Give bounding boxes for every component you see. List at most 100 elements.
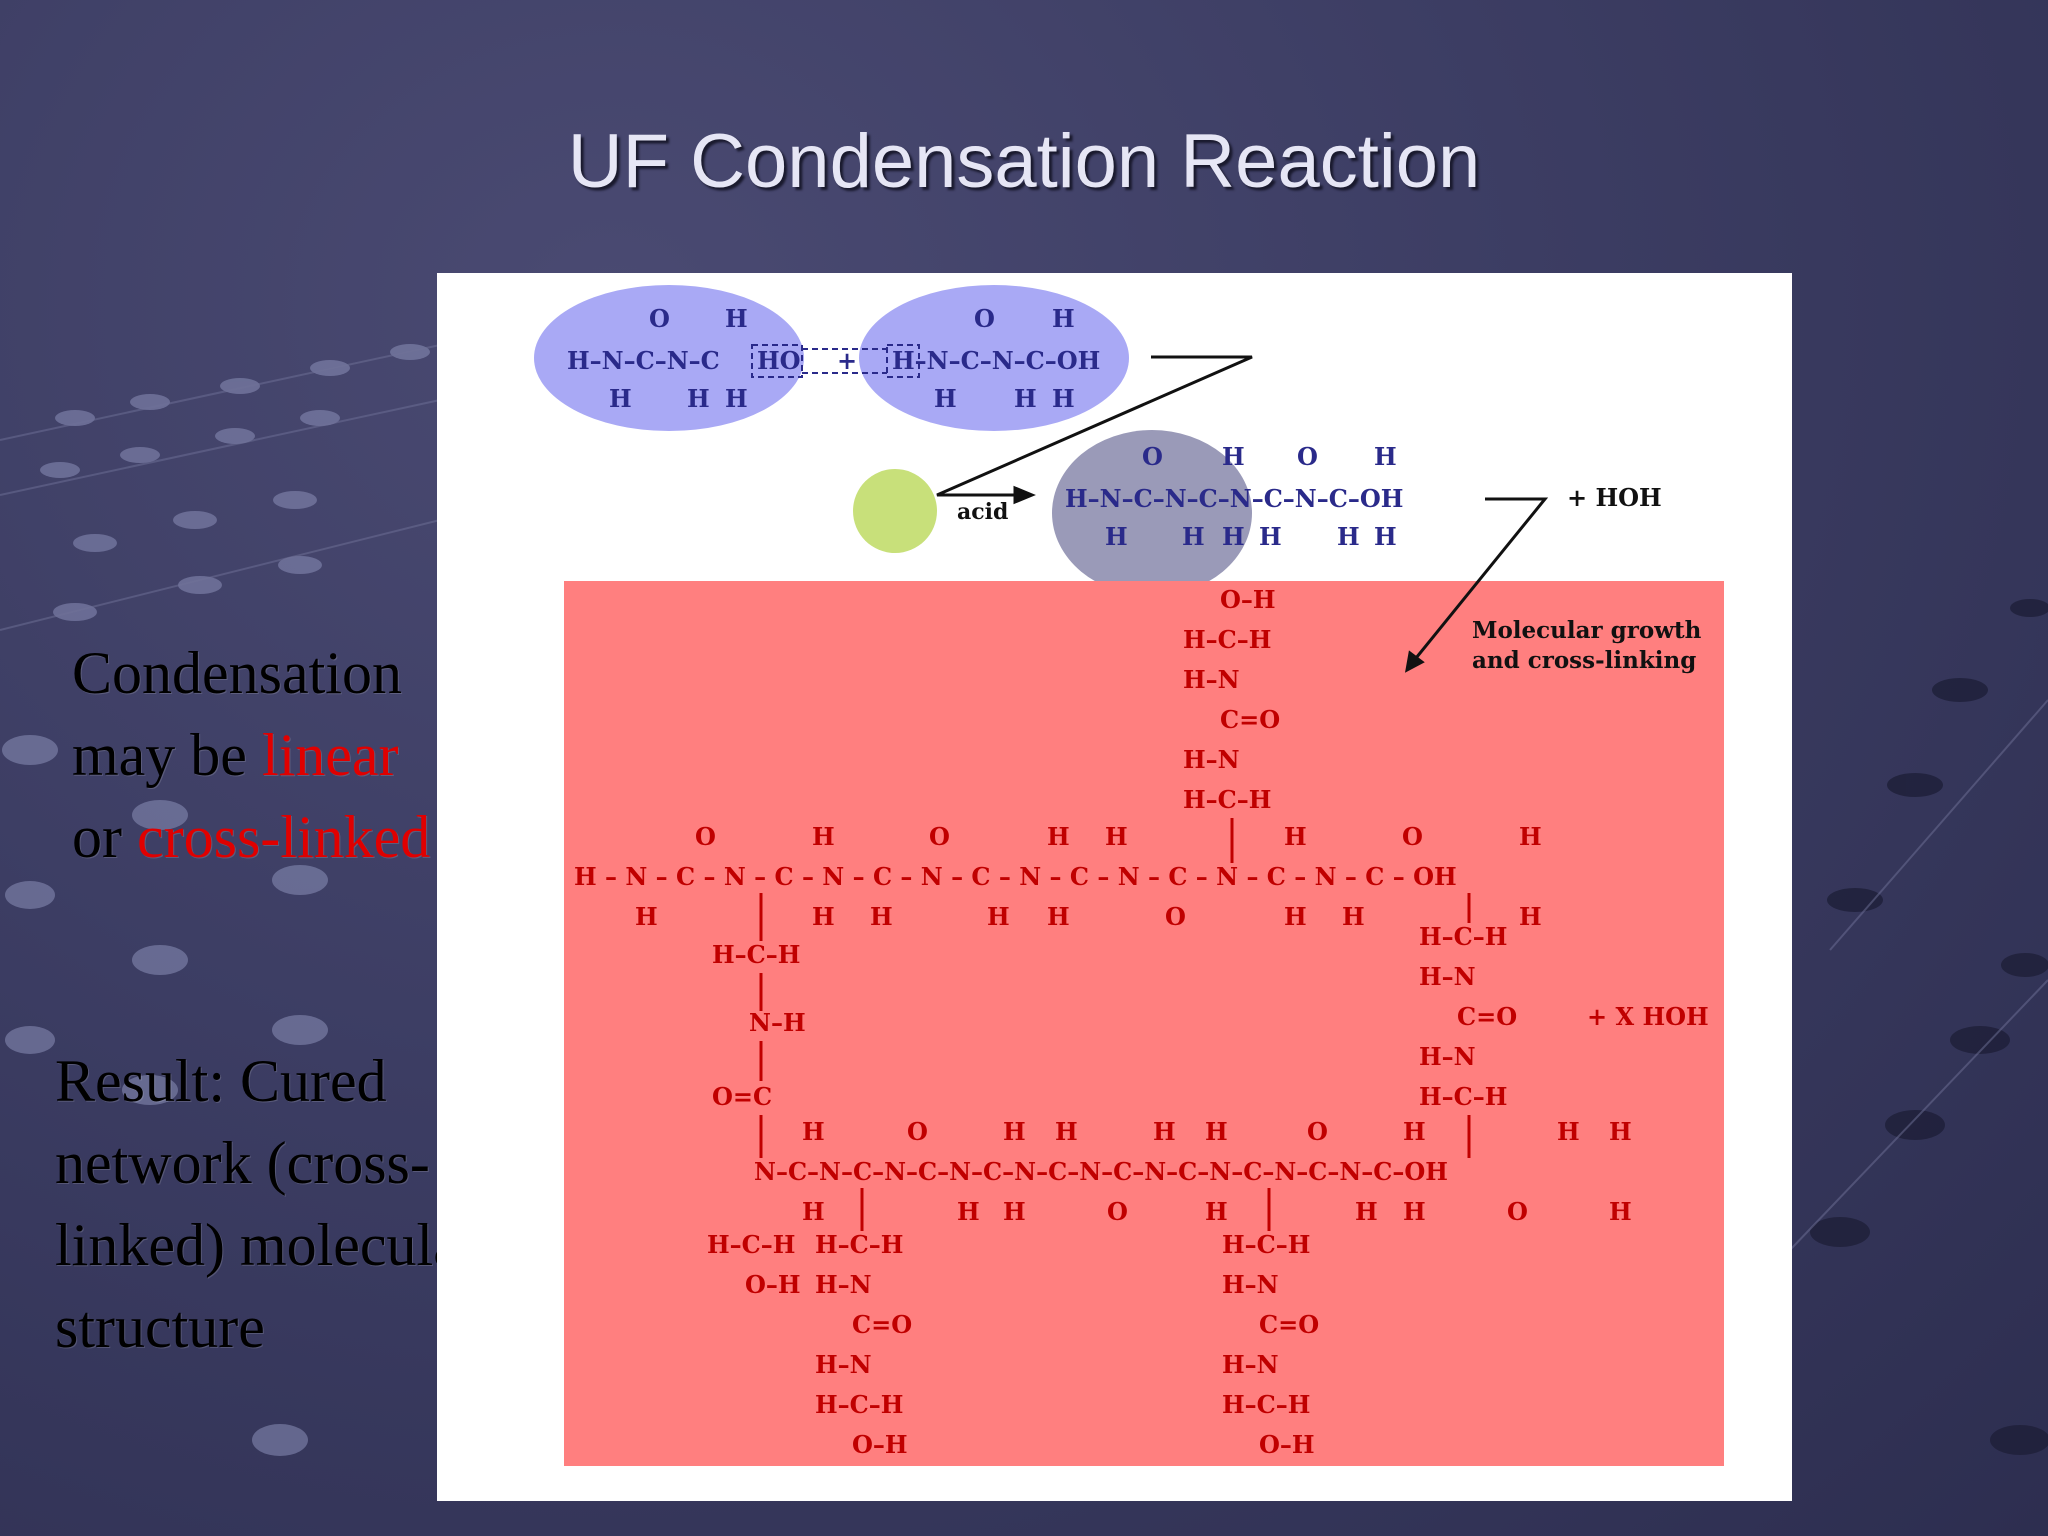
svg-text:O–H: O–H (1259, 1430, 1315, 1459)
svg-text:H – N – C – N – C – N – C – N: H – N – C – N – C – N – C – N – C – N – … (574, 862, 1457, 891)
network-bonds (759, 818, 1471, 1231)
svg-text:O–H: O–H (745, 1270, 801, 1299)
slide-title: UF Condensation Reaction (567, 119, 1481, 204)
svg-text:H: H (1259, 522, 1282, 551)
svg-text:N–H: N–H (749, 1008, 806, 1037)
svg-text:H: H (1284, 902, 1307, 931)
svg-text:H: H (1374, 442, 1397, 471)
svg-text:H: H (1105, 522, 1128, 551)
svg-text:H: H (1519, 822, 1542, 851)
reaction-arrow (936, 355, 1253, 505)
svg-text:H: H (802, 1117, 825, 1146)
svg-text:H: H (934, 384, 957, 413)
svg-text:H–C–H: H–C–H (1222, 1390, 1310, 1419)
svg-text:H: H (812, 902, 835, 931)
svg-text:H: H (1014, 384, 1037, 413)
growth-arrow (1404, 497, 1549, 673)
svg-text:H: H (1003, 1197, 1026, 1226)
svg-text:H: H (635, 902, 658, 931)
byproduct-top: + HOH (1567, 483, 1662, 512)
svg-text:H–N: H–N (1419, 1042, 1476, 1071)
svg-text:H–C–H: H–C–H (815, 1390, 903, 1419)
svg-text:O: O (1307, 1117, 1328, 1146)
svg-text:H–N: H–N (1419, 962, 1476, 991)
svg-text:H: H (1153, 1117, 1176, 1146)
svg-text:H: H (725, 304, 748, 333)
svg-text:O: O (1107, 1197, 1128, 1226)
svg-text:H: H (1182, 522, 1205, 551)
urea-molecule-1-highlight (534, 285, 804, 431)
svg-text:H: H (1052, 384, 1075, 413)
svg-text:+ X HOH: + X HOH (1587, 1002, 1709, 1031)
condensation-line-2: may be linear (72, 714, 430, 796)
condensation-line-3-prefix: or (72, 804, 137, 870)
svg-text:H–C–H: H–C–H (707, 1230, 795, 1259)
svg-text:O: O (929, 822, 950, 851)
result-line-2: network (cross- (55, 1130, 430, 1196)
svg-text:O: O (695, 822, 716, 851)
svg-text:H: H (1003, 1117, 1026, 1146)
result-line-3: linked) molecular (55, 1212, 480, 1278)
svg-text:O: O (1142, 442, 1163, 471)
svg-text:H: H (1342, 902, 1365, 931)
svg-text:H–C–H: H–C–H (1419, 922, 1507, 951)
svg-text:H–N: H–N (1222, 1350, 1279, 1379)
svg-text:H: H (687, 384, 710, 413)
svg-text:H–C–H: H–C–H (815, 1230, 903, 1259)
growth-label-2: and cross-linking (1472, 647, 1696, 674)
svg-text:H: H (1284, 822, 1307, 851)
svg-text:H–N–C–N–C: H–N–C–N–C (567, 346, 720, 375)
svg-text:H: H (987, 902, 1010, 931)
svg-text:H–N: H–N (1183, 745, 1240, 774)
result-line-1: Result: Cured (55, 1048, 387, 1114)
svg-text:H: H (1374, 522, 1397, 551)
condensation-line-1: Condensation (72, 640, 402, 706)
svg-text:H: H (870, 902, 893, 931)
condensation-line-2-prefix: may be (72, 722, 262, 788)
urea-molecule-2-highlight (859, 285, 1129, 431)
svg-text:C=O: C=O (1457, 1002, 1517, 1031)
condensation-text-block: Condensation may be linear or cross-link… (72, 632, 430, 878)
result-line-4: structure (55, 1294, 265, 1360)
svg-text:H: H (1205, 1117, 1228, 1146)
svg-text:C=O: C=O (1220, 705, 1280, 734)
svg-text:H: H (1222, 522, 1245, 551)
svg-text:H: H (1609, 1197, 1632, 1226)
svg-text:H–C–H: H–C–H (1183, 785, 1271, 814)
cured-network: O–H H–C–H H–N C=O H–N H–C–H H – N – C – … (574, 585, 1709, 1459)
svg-text:H–N: H–N (815, 1350, 872, 1379)
svg-text:H: H (802, 1197, 825, 1226)
svg-text:O: O (1507, 1197, 1528, 1226)
network-highlight (564, 581, 1724, 1466)
svg-text:H: H (1609, 1117, 1632, 1146)
svg-text:H–N–C–N–C–OH: H–N–C–N–C–OH (892, 346, 1100, 375)
svg-text:H: H (1403, 1197, 1426, 1226)
svg-text:O–H: O–H (1220, 585, 1276, 614)
highlight-cross-linked: cross-linked (136, 804, 431, 870)
svg-text:N–C–N–C–N–C–N–C–N–C–N–C–N–C–N–: N–C–N–C–N–C–N–C–N–C–N–C–N–C–N–C–N–C–N–C–… (754, 1157, 1448, 1186)
svg-text:H–N–C–N–C–N–C–N–C–OH: H–N–C–N–C–N–C–N–C–OH (1065, 484, 1403, 513)
svg-text:H–N: H–N (815, 1270, 872, 1299)
svg-text:H–C–H: H–C–H (712, 940, 800, 969)
svg-text:O: O (1165, 902, 1186, 931)
svg-text:H–N: H–N (1222, 1270, 1279, 1299)
svg-text:H–C–H: H–C–H (1183, 625, 1271, 654)
dimer-highlight (1052, 430, 1252, 596)
svg-text:H: H (812, 822, 835, 851)
svg-text:H: H (1052, 304, 1075, 333)
acid-label: acid (957, 499, 1008, 525)
svg-text:H: H (1355, 1197, 1378, 1226)
svg-text:H: H (725, 384, 748, 413)
svg-text:H: H (1055, 1117, 1078, 1146)
svg-text:H: H (609, 384, 632, 413)
condensation-line-3: or cross-linked (72, 796, 430, 878)
svg-text:+: + (837, 346, 857, 375)
svg-text:O: O (1402, 822, 1423, 851)
svg-text:O=C: O=C (712, 1082, 772, 1111)
svg-text:H: H (1205, 1197, 1228, 1226)
growth-label-1: Molecular growth (1472, 617, 1702, 644)
